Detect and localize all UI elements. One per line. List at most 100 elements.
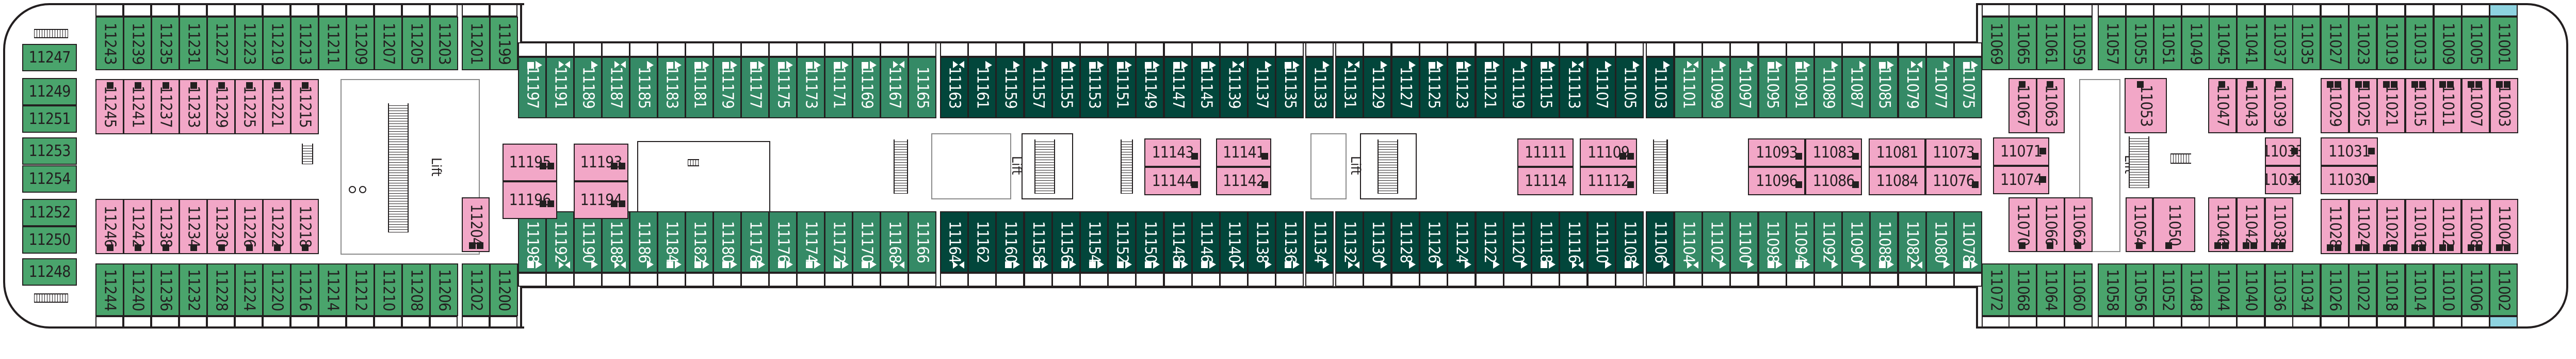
cabin-11159[interactable]: 11159 bbox=[996, 57, 1025, 118]
cabin-11047[interactable]: 11047 bbox=[2208, 78, 2237, 133]
cabin-11082[interactable]: 11082 bbox=[1898, 211, 1926, 273]
cabin-11233[interactable]: 11233 bbox=[179, 79, 207, 134]
cabin-11059[interactable]: 11059 bbox=[2064, 17, 2093, 70]
cabin-11039[interactable]: 11039 bbox=[2265, 78, 2293, 133]
cabin-11192[interactable]: 11192 bbox=[546, 211, 574, 273]
cabin-11020[interactable]: 11020 bbox=[2377, 199, 2406, 254]
cabin-11164[interactable]: 11164 bbox=[940, 211, 968, 273]
cabin-11167[interactable]: 11167 bbox=[880, 57, 909, 118]
cabin-11241[interactable]: 11241 bbox=[123, 79, 152, 134]
cabin-11114[interactable]: 11114 bbox=[1517, 167, 1574, 195]
cabin-11122[interactable]: 11122 bbox=[1475, 211, 1504, 273]
cabin-11230[interactable]: 11230 bbox=[207, 199, 235, 254]
cabin-11202[interactable]: 11202 bbox=[462, 263, 490, 316]
cabin-11108[interactable]: 11108 bbox=[1615, 211, 1644, 273]
cabin-11042[interactable]: 11042 bbox=[2237, 197, 2265, 252]
cabin-11237[interactable]: 11237 bbox=[151, 79, 180, 134]
cabin-11254[interactable]: 11254 bbox=[22, 165, 77, 193]
cabin-11038[interactable]: 11038 bbox=[2265, 197, 2293, 252]
cabin-11165[interactable]: 11165 bbox=[908, 57, 936, 118]
cabin-11069[interactable]: 11069 bbox=[1982, 17, 2010, 70]
cabin-11207[interactable]: 11207 bbox=[374, 17, 402, 70]
cabin-11021[interactable]: 11021 bbox=[2377, 78, 2406, 133]
cabin-11213[interactable]: 11213 bbox=[290, 17, 319, 70]
cabin-11173[interactable]: 11173 bbox=[797, 57, 825, 118]
cabin-11218[interactable]: 11218 bbox=[290, 199, 319, 254]
cabin-11221[interactable]: 11221 bbox=[263, 79, 291, 134]
cabin-11068[interactable]: 11068 bbox=[2008, 263, 2037, 316]
cabin-11161[interactable]: 11161 bbox=[968, 57, 997, 118]
cabin-11064[interactable]: 11064 bbox=[2036, 263, 2065, 316]
cabin-11016[interactable]: 11016 bbox=[2405, 199, 2434, 254]
cabin-11191[interactable]: 11191 bbox=[546, 57, 574, 118]
cabin-11141[interactable]: 11141 bbox=[1216, 138, 1271, 167]
cabin-11001[interactable]: 11001 bbox=[2489, 17, 2518, 70]
cabin-11198[interactable]: 11198 bbox=[518, 211, 546, 273]
cabin-11062[interactable]: 11062 bbox=[2064, 197, 2093, 252]
cabin-11228[interactable]: 11228 bbox=[207, 263, 235, 316]
cabin-11134[interactable]: 11134 bbox=[1305, 211, 1334, 273]
cabin-11236[interactable]: 11236 bbox=[151, 263, 180, 316]
cabin-11195[interactable]: 11195 bbox=[503, 144, 557, 181]
cabin-11095[interactable]: 11095 bbox=[1758, 57, 1787, 118]
cabin-11085[interactable]: 11085 bbox=[1870, 57, 1899, 118]
cabin-11027[interactable]: 11027 bbox=[2321, 17, 2349, 70]
cabin-11242[interactable]: 11242 bbox=[123, 199, 152, 254]
cabin-11051[interactable]: 11051 bbox=[2153, 17, 2182, 70]
cabin-11063[interactable]: 11063 bbox=[2036, 78, 2065, 133]
cabin-11113[interactable]: 11113 bbox=[1559, 57, 1588, 118]
cabin-11204[interactable]: 11204 bbox=[462, 197, 490, 252]
cabin-11193[interactable]: 11193 bbox=[574, 144, 628, 181]
cabin-11011[interactable]: 11011 bbox=[2433, 78, 2462, 133]
cabin-11170[interactable]: 11170 bbox=[852, 211, 881, 273]
cabin-11019[interactable]: 11019 bbox=[2377, 17, 2405, 70]
cabin-11024[interactable]: 11024 bbox=[2348, 199, 2377, 254]
cabin-11205[interactable]: 11205 bbox=[402, 17, 430, 70]
cabin-11018[interactable]: 11018 bbox=[2377, 263, 2405, 316]
cabin-11203[interactable]: 11203 bbox=[430, 17, 458, 70]
cabin-11211[interactable]: 11211 bbox=[318, 17, 347, 70]
cabin-11034[interactable]: 11034 bbox=[2292, 263, 2321, 316]
cabin-11006[interactable]: 11006 bbox=[2461, 263, 2490, 316]
cabin-11226[interactable]: 11226 bbox=[235, 199, 263, 254]
cabin-11046[interactable]: 11046 bbox=[2208, 197, 2237, 252]
cabin-11115[interactable]: 11115 bbox=[1531, 57, 1560, 118]
cabin-11080[interactable]: 11080 bbox=[1925, 211, 1954, 273]
cabin-11128[interactable]: 11128 bbox=[1391, 211, 1420, 273]
cabin-11143[interactable]: 11143 bbox=[1144, 138, 1201, 167]
cabin-11144[interactable]: 11144 bbox=[1144, 167, 1201, 195]
cabin-11206[interactable]: 11206 bbox=[430, 263, 458, 316]
cabin-11094[interactable]: 11094 bbox=[1786, 211, 1814, 273]
cabin-11007[interactable]: 11007 bbox=[2461, 78, 2490, 133]
cabin-11146[interactable]: 11146 bbox=[1191, 211, 1220, 273]
cabin-11026[interactable]: 11026 bbox=[2321, 263, 2349, 316]
cabin-11002[interactable]: 11002 bbox=[2489, 263, 2518, 316]
cabin-11156[interactable]: 11156 bbox=[1051, 211, 1080, 273]
cabin-11194[interactable]: 11194 bbox=[574, 181, 628, 219]
cabin-11023[interactable]: 11023 bbox=[2348, 17, 2377, 70]
cabin-11074[interactable]: 11074 bbox=[1993, 166, 2049, 194]
cabin-11196[interactable]: 11196 bbox=[503, 181, 557, 219]
cabin-11214[interactable]: 11214 bbox=[318, 263, 347, 316]
cabin-11250[interactable]: 11250 bbox=[22, 226, 77, 254]
cabin-11232[interactable]: 11232 bbox=[179, 263, 207, 316]
cabin-11172[interactable]: 11172 bbox=[824, 211, 853, 273]
cabin-11118[interactable]: 11118 bbox=[1531, 211, 1560, 273]
cabin-11208[interactable]: 11208 bbox=[402, 263, 430, 316]
cabin-11138[interactable]: 11138 bbox=[1248, 211, 1276, 273]
cabin-11070[interactable]: 11070 bbox=[2008, 197, 2037, 252]
cabin-11043[interactable]: 11043 bbox=[2237, 78, 2265, 133]
cabin-11182[interactable]: 11182 bbox=[685, 211, 714, 273]
cabin-11071[interactable]: 11071 bbox=[1993, 137, 2049, 166]
cabin-11105[interactable]: 11105 bbox=[1615, 57, 1644, 118]
cabin-11120[interactable]: 11120 bbox=[1503, 211, 1532, 273]
cabin-11098[interactable]: 11098 bbox=[1758, 211, 1787, 273]
cabin-11104[interactable]: 11104 bbox=[1674, 211, 1703, 273]
cabin-11166[interactable]: 11166 bbox=[908, 211, 936, 273]
cabin-11129[interactable]: 11129 bbox=[1363, 57, 1392, 118]
cabin-11061[interactable]: 11061 bbox=[2036, 17, 2065, 70]
cabin-11130[interactable]: 11130 bbox=[1363, 211, 1392, 273]
cabin-11174[interactable]: 11174 bbox=[797, 211, 825, 273]
cabin-11219[interactable]: 11219 bbox=[263, 17, 291, 70]
cabin-11107[interactable]: 11107 bbox=[1587, 57, 1616, 118]
